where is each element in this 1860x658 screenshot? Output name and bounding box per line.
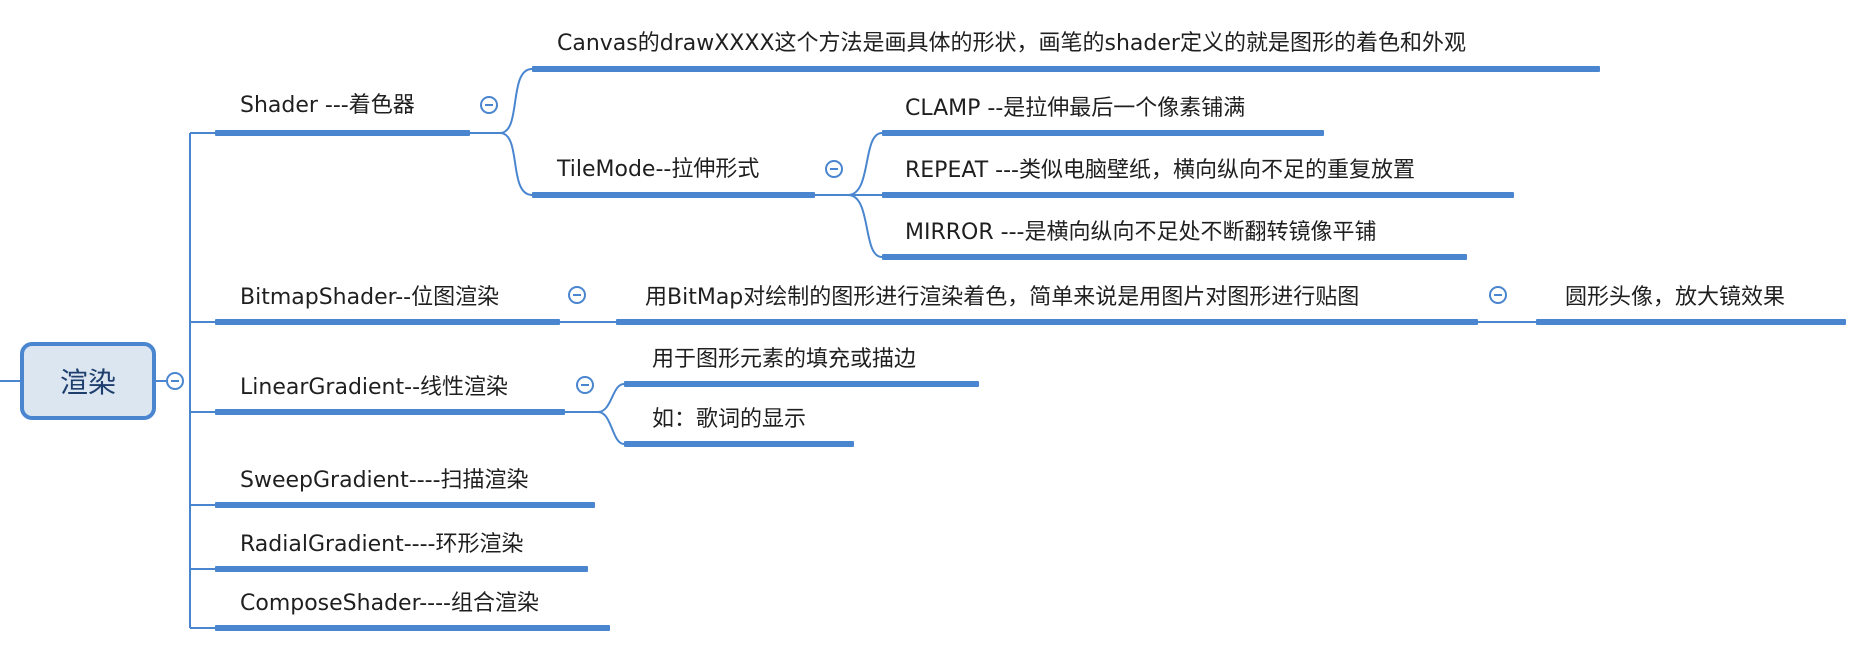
clamp-node-label[interactable]: CLAMP --是拉伸最后一个像素铺满 (905, 96, 1246, 121)
mirror-node-label[interactable]: MIRROR ---是横向纵向不足处不断翻转镜像平铺 (905, 220, 1377, 245)
tilemode-node-label[interactable]: TileMode--拉伸形式 (557, 157, 760, 182)
bitmapshader-node-underline (215, 319, 560, 325)
shader-node-label[interactable]: Shader ---着色器 (240, 93, 415, 118)
linear-use-underline (624, 381, 979, 387)
bitmap-desc-collapse-icon[interactable] (1489, 286, 1507, 304)
composeshader-node-label[interactable]: ComposeShader----组合渲染 (240, 591, 539, 616)
lineargradient-collapse-icon[interactable] (576, 376, 594, 394)
lineargradient-node-underline (215, 409, 565, 415)
bitmap-desc-underline (616, 319, 1478, 325)
lineargradient-node-label[interactable]: LinearGradient--线性渲染 (240, 375, 509, 400)
shader-desc-label[interactable]: Canvas的drawXXXX这个方法是画具体的形状，画笔的shader定义的就… (557, 31, 1466, 56)
linear-use-label[interactable]: 用于图形元素的填充或描边 (652, 347, 917, 372)
shader-desc-underline (532, 66, 1600, 72)
composeshader-node-underline (215, 625, 610, 631)
repeat-node-underline (882, 192, 1514, 198)
shader-node-underline (215, 130, 470, 136)
repeat-node-label[interactable]: REPEAT ---类似电脑壁纸，横向纵向不足的重复放置 (905, 158, 1415, 183)
tilemode-node-underline (532, 192, 815, 198)
bitmap-desc-label[interactable]: 用BitMap对绘制的图形进行渲染着色，简单来说是用图片对图形进行贴图 (645, 285, 1360, 310)
root-collapse-icon[interactable] (166, 372, 184, 390)
radialgradient-node-underline (215, 566, 588, 572)
sweepgradient-node-label[interactable]: SweepGradient----扫描渲染 (240, 468, 529, 493)
bitmapshader-collapse-icon[interactable] (568, 286, 586, 304)
tilemode-collapse-icon[interactable] (825, 160, 843, 178)
bitmap-example-underline (1536, 319, 1846, 325)
bitmap-example-label[interactable]: 圆形头像，放大镜效果 (1565, 285, 1786, 310)
sweepgradient-node-underline (215, 502, 595, 508)
linear-example-label[interactable]: 如：歌词的显示 (652, 407, 807, 432)
shader-collapse-icon[interactable] (480, 96, 498, 114)
clamp-node-underline (882, 130, 1324, 136)
root-label: 渲染 (59, 366, 116, 399)
mirror-node-underline (882, 254, 1467, 260)
root-node[interactable]: 渲染 (20, 342, 156, 420)
linear-example-underline (624, 441, 854, 447)
bitmapshader-node-label[interactable]: BitmapShader--位图渲染 (240, 285, 500, 310)
radialgradient-node-label[interactable]: RadialGradient----环形渲染 (240, 532, 524, 557)
